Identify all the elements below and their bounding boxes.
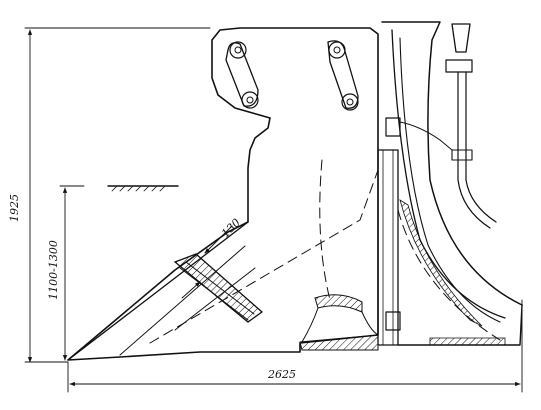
ripper-shank [67, 27, 379, 361]
overall-height-label: 1925 [8, 194, 21, 222]
vertical-mount-plate [377, 117, 401, 346]
curved-shield [381, 21, 523, 346]
bracket-upper [385, 117, 401, 137]
bracket-lower [385, 311, 401, 331]
dimension-working-depth: 1100-1300 [47, 185, 85, 361]
working-depth-label: 1100-1300 [47, 240, 60, 300]
section-hatch-bottom [299, 334, 379, 351]
dimension-overall-height: 1925 [8, 27, 211, 363]
mounting-slot-left [225, 41, 259, 109]
mounting-slot-right [327, 40, 359, 111]
ground-line [107, 185, 179, 192]
hydraulic-hose [399, 23, 497, 229]
section-hatch-middle [314, 294, 363, 313]
dimension-overall-length: 2625 [67, 299, 523, 393]
overall-length-label: 2625 [267, 368, 296, 381]
